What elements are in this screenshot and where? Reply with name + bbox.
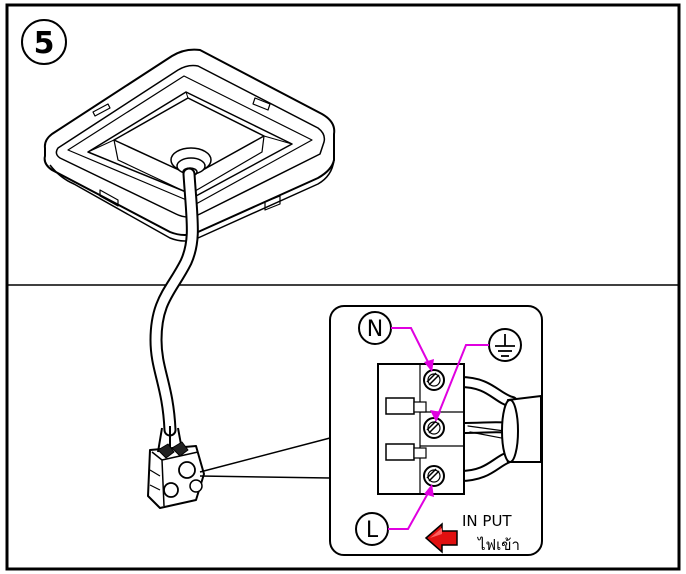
screw-live (423, 465, 445, 487)
input-label-en: IN PUT (462, 512, 512, 530)
ceiling-base-fixture (43, 48, 336, 242)
neutral-leader (391, 327, 433, 371)
live-leader (388, 485, 433, 530)
step-badge: 5 (21, 19, 67, 65)
connector-block (147, 426, 205, 509)
svg-text:N: N (367, 317, 383, 342)
earth-ground-icon (488, 328, 522, 362)
leader-arrowheads (424, 359, 441, 497)
step-number: 5 (34, 26, 55, 61)
svg-text:L: L (366, 518, 379, 543)
live-label: L (355, 512, 389, 546)
supply-cable-sheath (501, 394, 542, 463)
earth-leader (435, 344, 489, 421)
red-arrow-icon (424, 522, 458, 554)
leader-lines (388, 327, 489, 530)
power-cable (149, 167, 199, 437)
screw-earth (423, 417, 445, 439)
outer-frame (5, 3, 681, 571)
neutral-label: N (358, 311, 392, 345)
input-label-th: ไฟเข้า (477, 536, 520, 554)
callout-leaders (199, 437, 331, 479)
screw-neutral (423, 369, 445, 391)
